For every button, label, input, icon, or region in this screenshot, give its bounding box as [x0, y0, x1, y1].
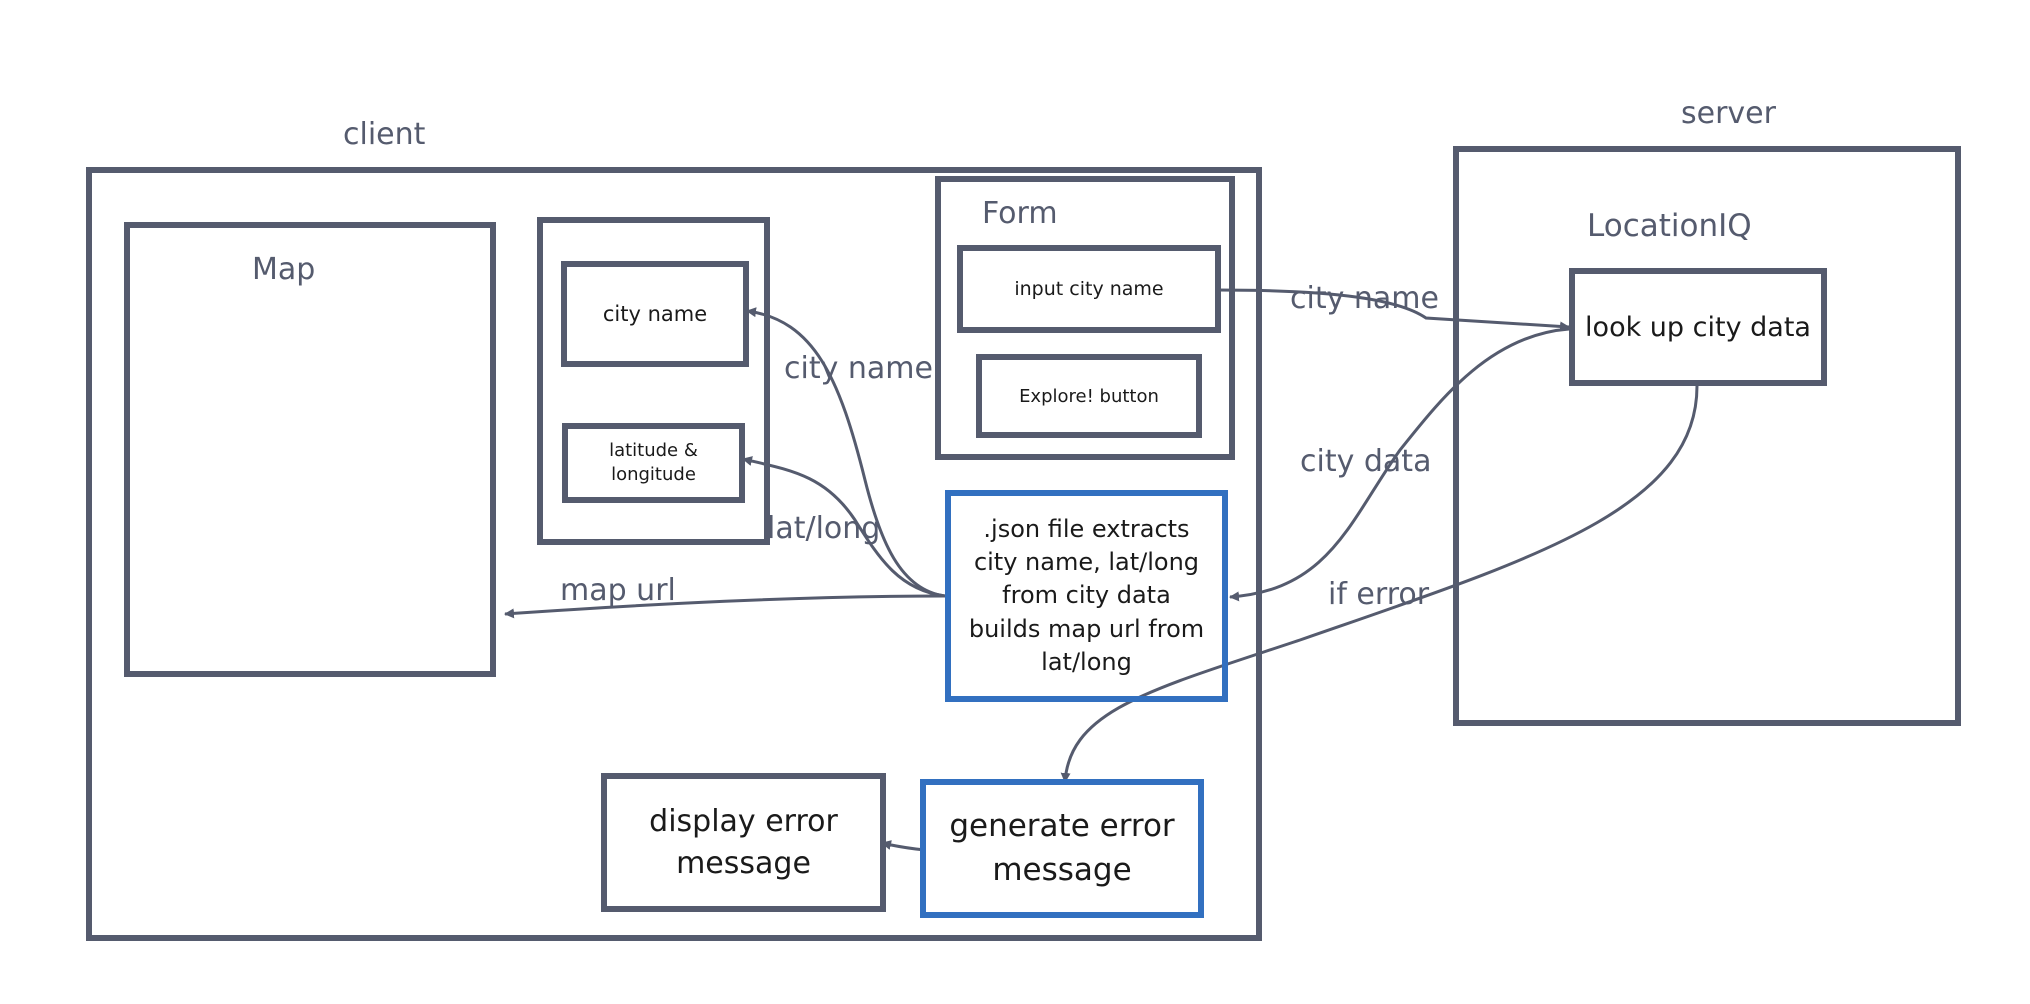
lat-long-text: latitude & longitude — [609, 439, 698, 485]
server-label: server — [1681, 96, 1776, 131]
form-container — [935, 176, 1235, 460]
edge-json-to-cityname — [746, 307, 946, 598]
lookup-city-data-node: look up city data — [1569, 268, 1827, 386]
city-name-text: city name — [602, 302, 708, 326]
input-city-name-field: input city name — [957, 245, 1221, 333]
client-label: client — [343, 117, 426, 152]
explore-button-text: Explore! button — [1019, 385, 1159, 407]
edge-lookup-to-json — [1229, 327, 1570, 602]
display-error-text: display error message — [649, 803, 838, 881]
edge-label-if-error: if error — [1328, 577, 1430, 612]
edge-label-city-data: city data — [1300, 444, 1432, 479]
edge-label-lat-long: lat/long — [767, 511, 881, 546]
form-label: Form — [982, 196, 1058, 231]
edge-input-to-lookup — [1216, 288, 1570, 332]
map-container — [124, 222, 496, 677]
generate-error-text: generate error message — [949, 808, 1175, 888]
city-name-node: city name — [561, 261, 749, 367]
explore-button-node: Explore! button — [976, 354, 1202, 438]
lookup-city-data-text: look up city data — [1585, 311, 1811, 343]
locationiq-label: LocationIQ — [1587, 208, 1752, 244]
client-container — [86, 167, 1262, 941]
server-container — [1453, 146, 1961, 726]
display-panel — [537, 217, 770, 545]
display-error-node: display error message — [601, 773, 886, 912]
input-city-name-text: input city name — [1014, 278, 1164, 300]
edge-json-to-latlong — [742, 456, 946, 598]
json-extract-node: .json file extracts city name, lat/long … — [945, 490, 1228, 702]
lat-long-node: latitude & longitude — [562, 423, 745, 503]
map-label: Map — [252, 252, 316, 287]
generate-error-node: generate error message — [920, 779, 1204, 918]
json-extract-text: .json file extracts city name, lat/long … — [968, 515, 1205, 676]
edge-label-map-url: map url — [560, 573, 676, 608]
edge-label-city-name-server: city name — [1290, 281, 1439, 316]
edge-lookup-to-generate-error — [1060, 385, 1699, 783]
edge-label-city-name-box: city name — [784, 351, 933, 386]
edge-json-to-map — [504, 594, 946, 619]
